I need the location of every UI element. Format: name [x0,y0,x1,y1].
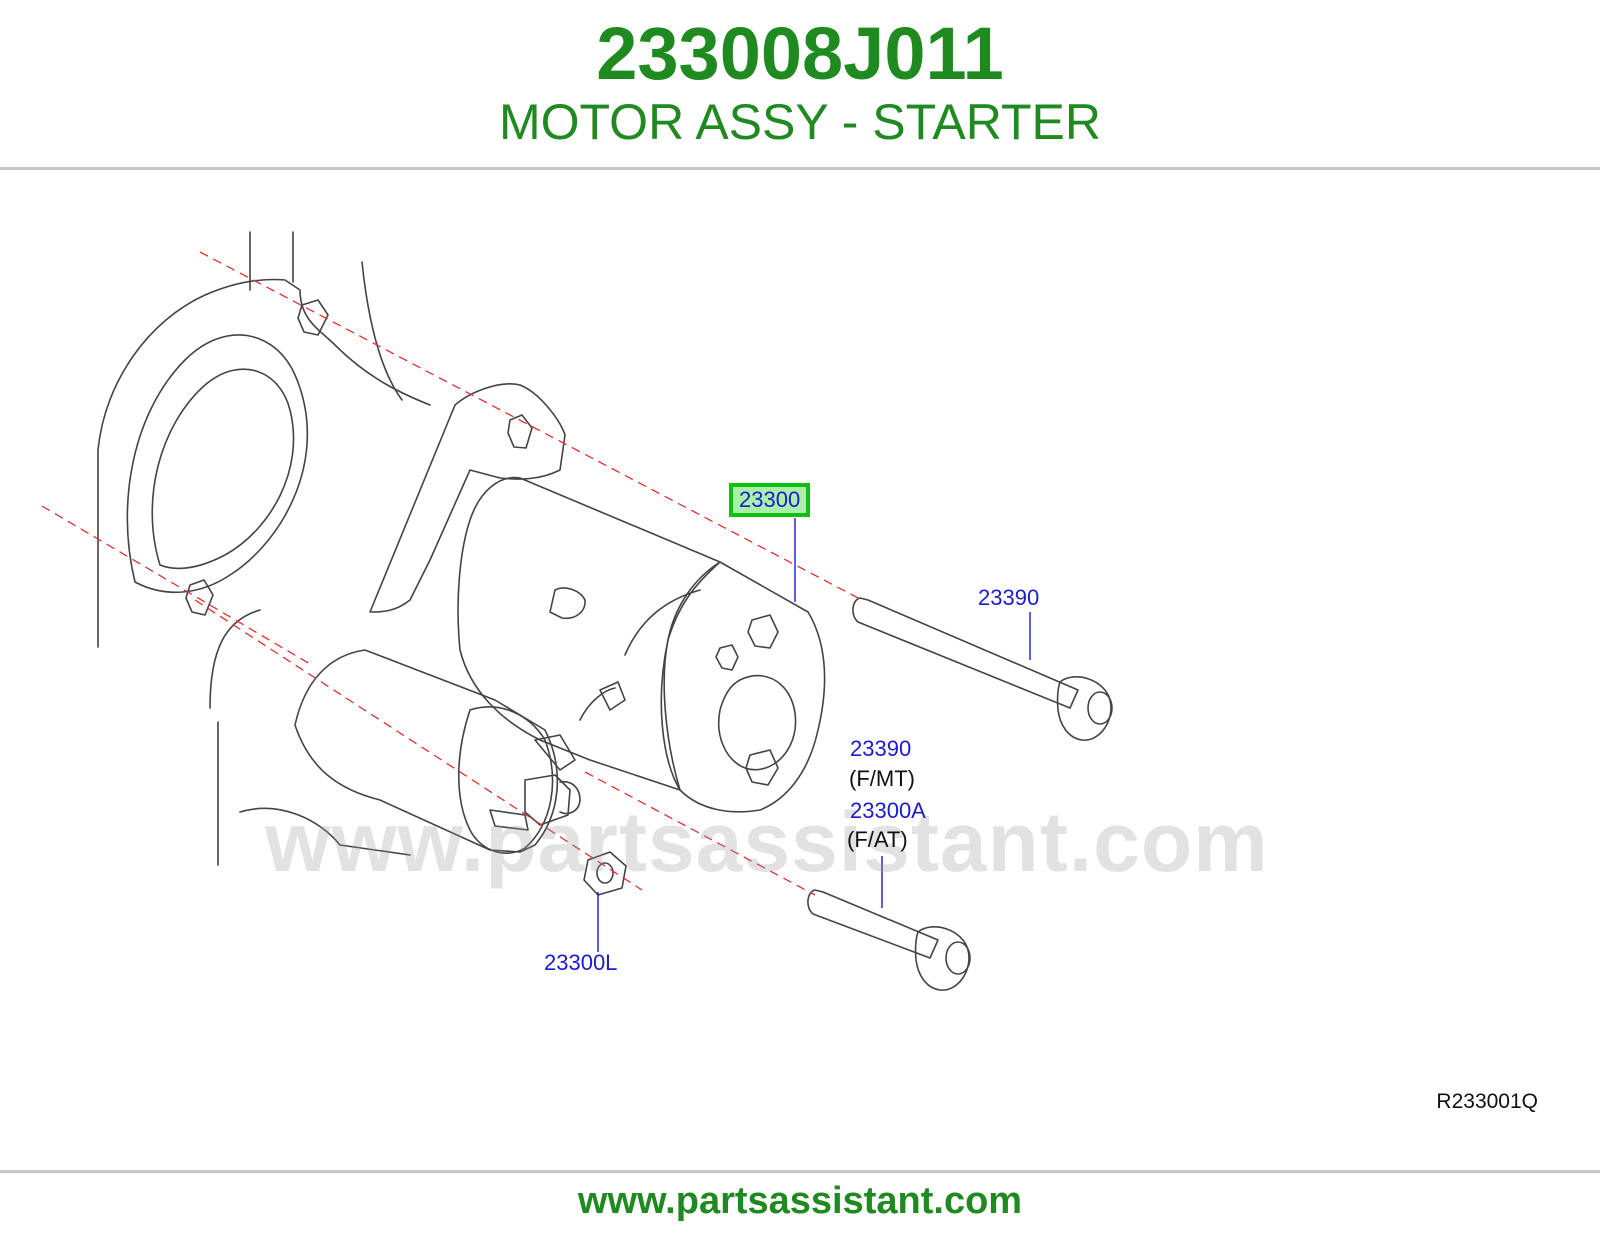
callout-bolt-lower[interactable]: 23390 [850,736,912,761]
flange-hole [507,414,533,449]
bolt-lower-shank [807,889,939,959]
engine-block-edge-left [249,231,403,401]
end-cap-boss [718,674,797,771]
end-cap-inner-ring [624,589,701,656]
nut-outer [583,851,627,896]
solenoid-body [294,649,559,853]
top-divider [0,167,1600,170]
terminal-connector [559,780,581,815]
exploded-parts-diagram: www.partsassistant.com 23300 23390 23390… [0,172,1600,1168]
centerline-upper [199,251,863,601]
nut-bore [596,862,614,884]
note-fmt: (F/MT) [849,766,915,791]
header: 233008J011 MOTOR ASSY - STARTER [0,0,1600,168]
bolt-upper-head [1056,676,1112,741]
end-cap-bolt-3 [745,749,779,786]
solenoid-terminal-block [524,774,571,826]
callout-nut[interactable]: 23300L [544,950,618,975]
bottom-divider [0,1170,1600,1173]
centerline-mid [41,505,311,665]
body-indent [549,587,586,620]
end-cap-bolt-2 [715,644,739,671]
note-fat: (F/AT) [847,827,908,852]
starter-motor-illustration [41,231,1113,991]
engine-block-lower-edge [209,609,411,866]
diagram-reference-code: R233001Q [1436,1090,1538,1113]
starter-main-body [457,476,721,791]
flywheel-housing-ring-outer [126,334,309,594]
bolt-lower-head [914,926,970,991]
cable-bracket [534,734,576,771]
engine-block-outline [97,278,431,648]
end-cap-bolt-1 [747,614,779,649]
solenoid-terminal-post [489,809,529,831]
centerline-bolt-lower [584,771,816,896]
mount-hole-lower [185,579,214,616]
footer-website-link[interactable]: www.partsassistant.com [577,1180,1023,1222]
bracket-clip [579,681,626,721]
flywheel-housing-ring-inner [151,368,295,570]
watermark-text: www.partsassistant.com [265,795,1269,889]
bolt-upper-shank [852,597,1079,709]
mount-hole-upper [297,299,329,336]
bolt-upper-head-face [1087,691,1113,725]
bolt-lower-head-face [945,941,971,975]
solenoid-end-face [457,706,554,854]
callout-bolt-lower-at[interactable]: 23300A [850,798,926,823]
starter-mounting-flange [369,383,566,613]
starter-end-cap [660,561,826,813]
part-number-title: 233008J011 [596,12,1004,95]
part-description: MOTOR ASSY - STARTER [499,94,1101,150]
callout-starter-motor[interactable]: 23300 [729,483,811,517]
callout-bolt-upper[interactable]: 23390 [978,585,1040,610]
